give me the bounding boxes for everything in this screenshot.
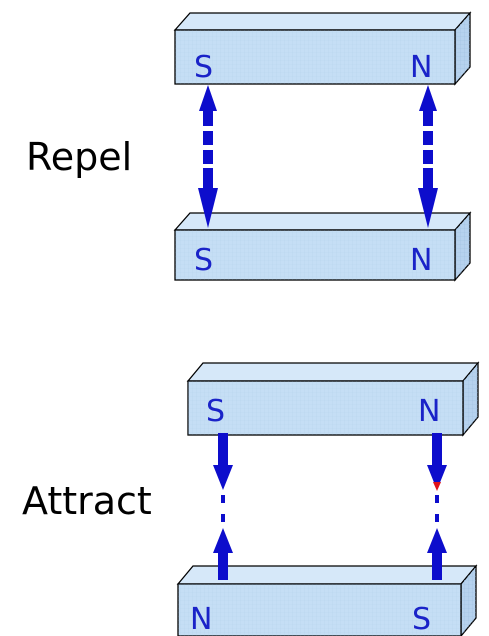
attract-bottom-magnet: N S [176, 564, 478, 636]
repel-right-up-arrow-icon [419, 85, 437, 145]
repel-right-down-arrow-icon [418, 150, 438, 228]
attract-left-down-arrow-icon [213, 433, 233, 490]
attract-bottom-right-pole: S [412, 602, 431, 636]
attract-top-left-pole: S [206, 394, 225, 429]
attract-label: Attract [22, 479, 152, 523]
attract-right-up-arrow-icon [427, 528, 447, 580]
repel-left-down-arrow-icon [198, 150, 218, 228]
repel-bottom-magnet: S N [173, 211, 472, 282]
attract-left-dash [221, 495, 225, 522]
repel-top-left-pole: S [194, 50, 213, 85]
repel-left-up-arrow-icon [199, 85, 217, 145]
repel-label: Repel [26, 135, 132, 179]
repel-bottom-right-pole: N [410, 243, 432, 278]
attract-left-up-arrow-icon [213, 528, 233, 580]
repel-top-right-pole: N [410, 50, 432, 85]
repel-bottom-left-pole: S [194, 243, 213, 278]
attract-bottom-left-pole: N [190, 602, 212, 636]
repel-top-magnet: S N [173, 11, 472, 86]
attract-right-down-arrow-icon [427, 433, 447, 491]
attract-top-right-pole: N [418, 394, 440, 429]
attract-top-magnet: S N [186, 361, 480, 437]
attract-right-dash [435, 495, 439, 522]
